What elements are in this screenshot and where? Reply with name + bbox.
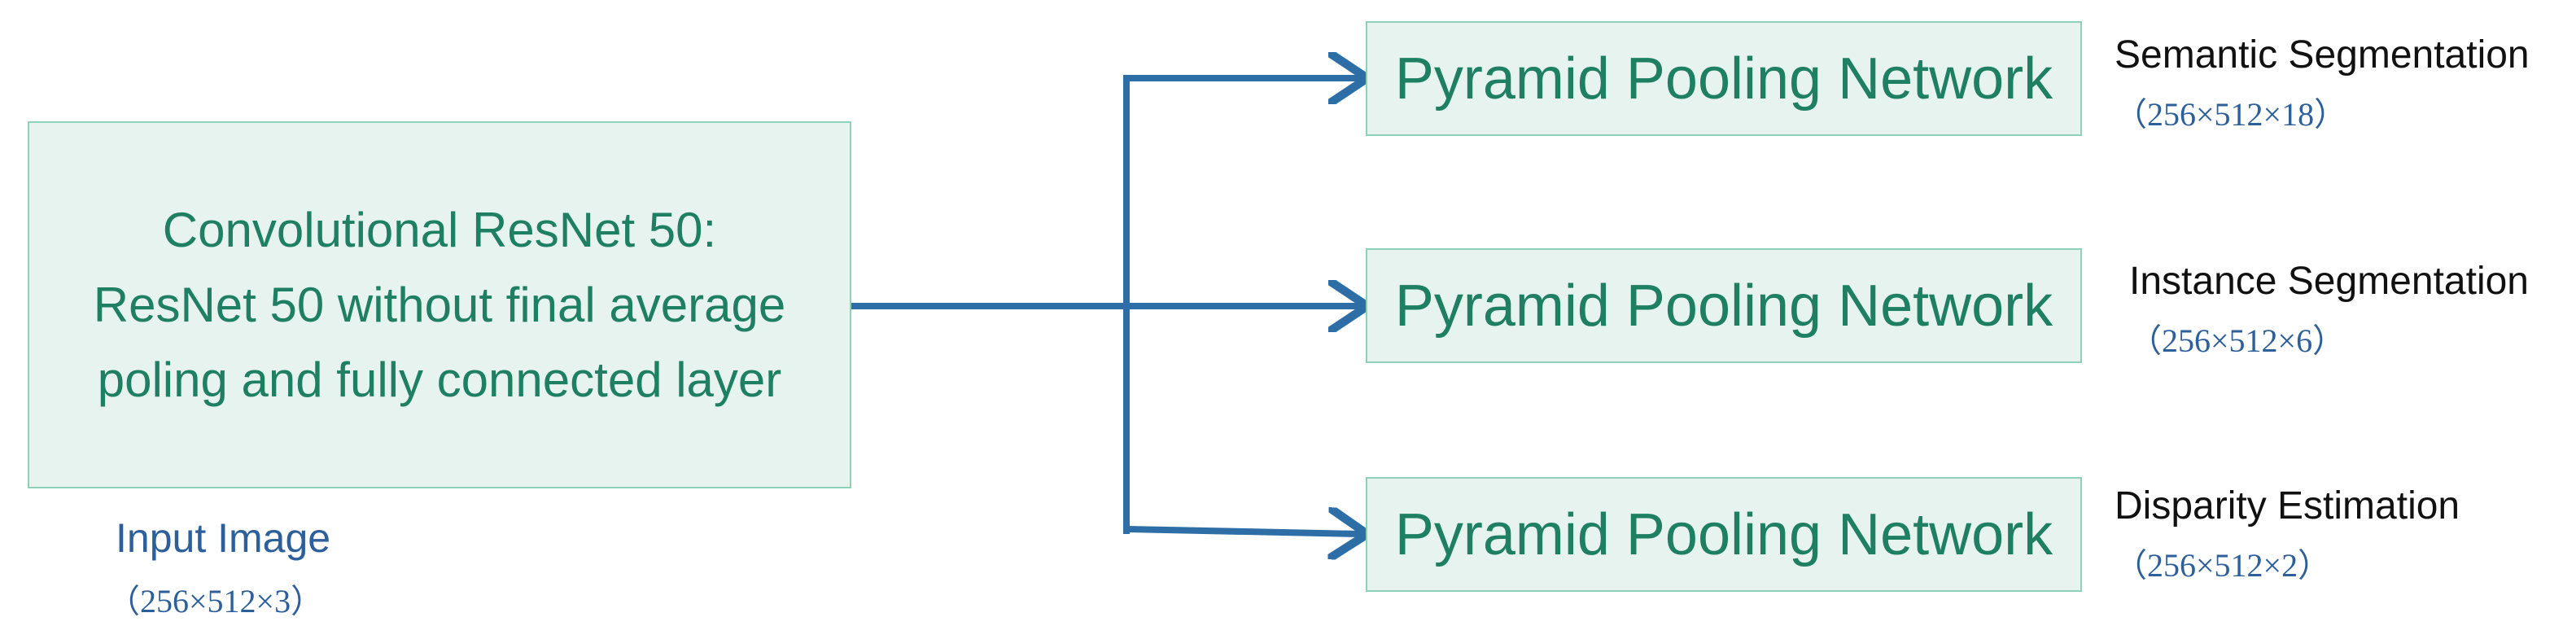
instance-segmentation-dims: （256×512×6） <box>2129 322 2346 359</box>
input-image-dims: （256×512×3） <box>107 583 324 619</box>
pyramid-pooling-network-3: Pyramid Pooling Network <box>1366 477 2082 592</box>
arrow-to-ppn-1 <box>1123 78 1361 81</box>
backbone-line-2: ResNet 50 without final average <box>93 277 786 332</box>
resnet-backbone-box: Convolutional ResNet 50: ResNet 50 witho… <box>28 121 851 488</box>
backbone-line-3: poling and fully connected layer <box>97 352 782 407</box>
arrow-to-ppn-3 <box>1126 529 1361 534</box>
instance-segmentation-label: Instance Segmentation <box>2129 260 2529 303</box>
backbone-line-1: Convolutional ResNet 50: <box>162 202 717 257</box>
input-image-label: Input Image <box>116 515 331 561</box>
disparity-estimation-dims: （256×512×2） <box>2115 547 2331 584</box>
pyramid-pooling-network-1: Pyramid Pooling Network <box>1366 21 2082 136</box>
disparity-estimation-label: Disparity Estimation <box>2115 484 2460 528</box>
pyramid-pooling-network-2: Pyramid Pooling Network <box>1366 248 2082 363</box>
semantic-segmentation-label: Semantic Segmentation <box>2115 33 2530 77</box>
semantic-segmentation-dims: （256×512×18） <box>2115 96 2347 133</box>
